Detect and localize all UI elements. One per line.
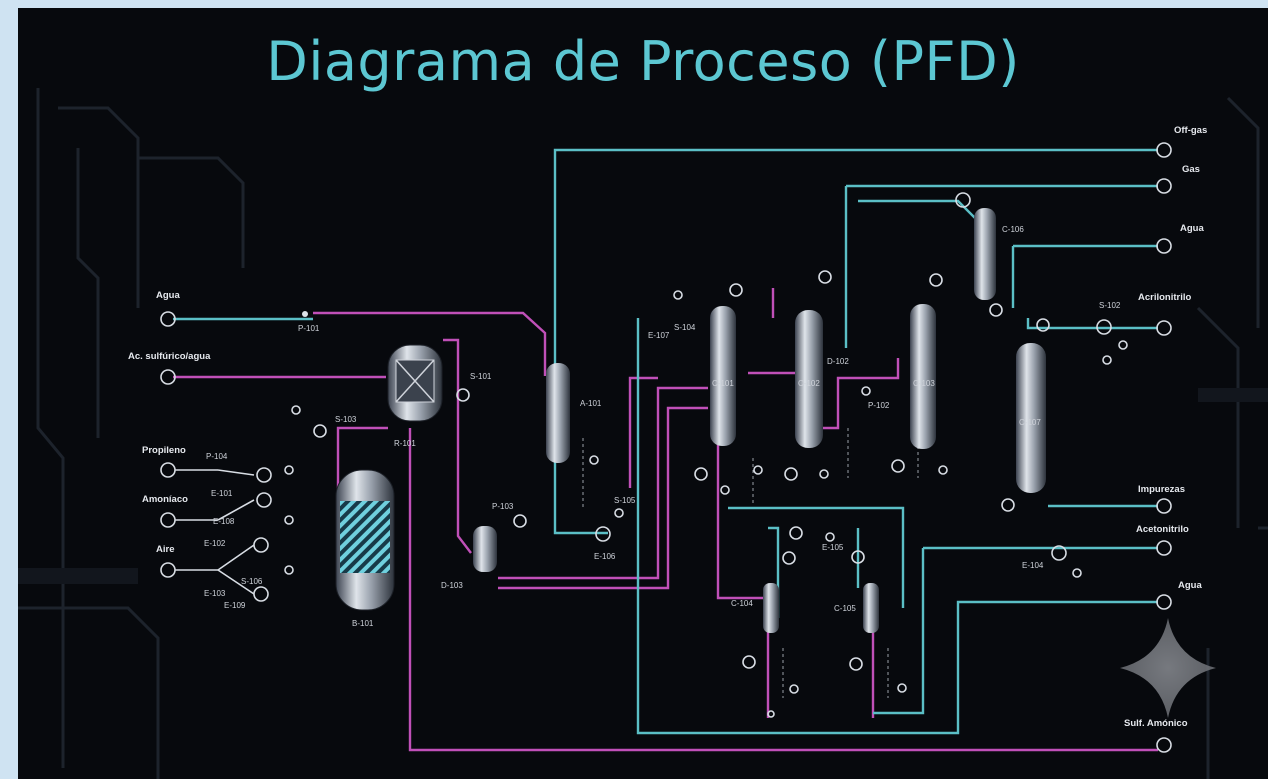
tag-e104: E-104 xyxy=(1022,561,1044,570)
tag-a101: A-101 xyxy=(580,399,602,408)
small-equipment xyxy=(253,192,1128,718)
tag-c101: C-101 xyxy=(712,379,734,388)
instrument-lines xyxy=(582,428,1029,698)
absorber-a101 xyxy=(546,363,570,463)
output-node xyxy=(1156,540,1172,556)
input-label-ammonia: Amoníaco xyxy=(142,494,188,505)
output-nodes xyxy=(1156,142,1172,753)
output-node xyxy=(1156,737,1172,753)
equipment xyxy=(335,208,1046,633)
tag-c103: C-103 xyxy=(913,379,935,388)
tag-e107: E-107 xyxy=(648,331,670,340)
tag-c104: C-104 xyxy=(731,599,753,608)
tag-d103: D-103 xyxy=(441,581,463,590)
column-c106 xyxy=(974,208,996,300)
input-node xyxy=(160,562,176,578)
tag-d102: D-102 xyxy=(827,357,849,366)
tag-c107: C-107 xyxy=(1019,418,1041,427)
output-label-offgas: Off-gas xyxy=(1174,125,1207,136)
labels: Agua Ac. sulfúrico/agua Propileno Amonía… xyxy=(128,125,1207,729)
output-node xyxy=(1156,594,1172,610)
tag-p101: P-101 xyxy=(298,324,320,333)
column-c103 xyxy=(910,304,936,449)
input-label-air: Aire xyxy=(156,544,174,555)
input-label-propylene: Propileno xyxy=(142,445,186,456)
output-node xyxy=(1156,238,1172,254)
input-nodes xyxy=(160,311,255,595)
output-label-water-2: Agua xyxy=(1178,580,1202,591)
tag-s102: S-102 xyxy=(1099,301,1121,310)
tag-c105: C-105 xyxy=(834,604,856,613)
tag-s105: S-105 xyxy=(614,496,636,505)
input-label-acid: Ac. sulfúrico/agua xyxy=(128,351,211,362)
background-traces xyxy=(18,88,1268,779)
tag-s104: S-104 xyxy=(674,323,696,332)
tag-p104: P-104 xyxy=(206,452,228,461)
column-c102 xyxy=(795,310,823,448)
tag-e109: E-109 xyxy=(224,601,246,610)
input-node xyxy=(160,512,176,528)
column-c105 xyxy=(863,583,879,633)
tag-c102: C-102 xyxy=(798,379,820,388)
tag-b101: B-101 xyxy=(352,619,374,628)
drum-d101 xyxy=(473,526,497,572)
output-node xyxy=(1156,142,1172,158)
tag-r101: R-101 xyxy=(394,439,416,448)
input-node xyxy=(160,311,176,327)
tag-e101: E-101 xyxy=(211,489,233,498)
output-label-impurities: Impurezas xyxy=(1138,484,1185,495)
tag-e108: E-108 xyxy=(213,517,235,526)
sparkle-watermark-icon xyxy=(1120,618,1216,718)
column-c107 xyxy=(1016,343,1046,493)
diagram-frame: Diagrama de Proceso (PFD) xyxy=(18,8,1268,779)
output-label-water: Agua xyxy=(1180,223,1204,234)
aqueous-streams xyxy=(173,148,1158,735)
tag-p103: P-103 xyxy=(492,502,514,511)
input-node xyxy=(160,462,176,478)
output-label-acetonitrile: Acetonitrilo xyxy=(1136,524,1189,535)
output-label-acrylonitrile: Acrilonitrilo xyxy=(1138,292,1192,303)
tag-s106: S-106 xyxy=(241,577,263,586)
tag-e103: E-103 xyxy=(204,589,226,598)
tag-c106: C-106 xyxy=(1002,225,1024,234)
tag-s103: S-103 xyxy=(335,415,357,424)
packed-bed-b101 xyxy=(335,469,395,611)
output-node xyxy=(1156,498,1172,514)
tag-p102: P-102 xyxy=(868,401,890,410)
output-node xyxy=(1156,320,1172,336)
reactor-r101 xyxy=(387,344,443,422)
tag-e106: E-106 xyxy=(594,552,616,561)
tag-e105: E-105 xyxy=(822,543,844,552)
page-title: Diagrama de Proceso (PFD) xyxy=(266,30,1020,93)
input-label-water: Agua xyxy=(156,290,180,301)
process-streams xyxy=(173,288,1158,752)
pfd-diagram: Agua Ac. sulfúrico/agua Propileno Amonía… xyxy=(18,88,1268,779)
input-node xyxy=(160,369,176,385)
output-label-gas: Gas xyxy=(1182,164,1200,175)
output-label-ammonium-sulfate: Sulf. Amónico xyxy=(1124,718,1188,729)
tag-s101: S-101 xyxy=(470,372,492,381)
tag-e102: E-102 xyxy=(204,539,226,548)
column-c101 xyxy=(710,306,736,446)
column-c104 xyxy=(763,583,779,633)
output-node xyxy=(1156,178,1172,194)
